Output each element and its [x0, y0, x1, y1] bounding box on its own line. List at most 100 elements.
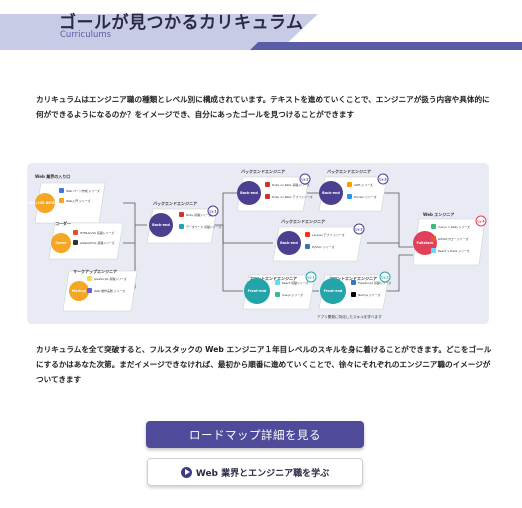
roadmap-node: Front-end [320, 278, 346, 304]
roadmap-group-title: バックエンドエンジニア [153, 200, 197, 206]
roadmap-node-circle [69, 281, 89, 301]
curriculum-item: Web入門 シリーズ [59, 198, 91, 203]
curriculum-item-label: Ruby on Rails 基礎シリーズ [272, 182, 310, 187]
curriculum-item-label: TypeScript 基礎シリーズ [357, 280, 391, 285]
technology-logo-icon [73, 230, 78, 235]
curriculum-item: HTML&CSS 基礎シリーズ [73, 230, 114, 235]
level-badge-icon [299, 173, 311, 185]
roadmap-node-circle [244, 278, 270, 304]
technology-logo-icon [179, 224, 184, 229]
roadmap-footnote: アプリ開発に特化したスキルを学べます [317, 314, 382, 319]
roadmap-node-label: Coder [55, 241, 67, 245]
roadmap-node-label: HTML/CSS INTERNET [27, 201, 65, 205]
technology-logo-icon [347, 194, 352, 199]
summary-paragraph: カリキュラムを全て突破すると、フルスタックの Web エンジニア１年目レベルのス… [36, 345, 492, 384]
curriculum-item-label: Vue.js × Rails シリーズ [438, 224, 470, 229]
curriculum-item-label: HTML&CSS 基礎シリーズ [80, 230, 114, 235]
curriculum-item: Ruby 基礎シリーズ [179, 212, 211, 217]
level-badge: Lv.4 [477, 219, 485, 223]
roadmap-group-title: マークアップエンジニア [73, 268, 117, 274]
roadmap-group-card [62, 270, 138, 312]
section-subtitle: Curriculums [60, 30, 112, 40]
roadmap-group-title: Web エンジニア [423, 212, 454, 217]
roadmap-node-label: Front-end [248, 289, 267, 293]
roadmap-node-label: Back-end [152, 223, 170, 227]
technology-logo-icon [265, 194, 270, 199]
curriculum-item-label: Web ページ作成 シリーズ [66, 188, 100, 193]
roadmap-group-title: バックエンドエンジニア [327, 168, 371, 174]
roadmap-node-label: Front-end [324, 289, 343, 293]
roadmap-node-label: Back-end [322, 191, 340, 195]
technology-logo-icon [351, 280, 356, 285]
curriculum-item: Vue.js × Rails シリーズ [431, 224, 470, 229]
technology-logo-icon [87, 288, 92, 293]
curriculum-item-label: Git/Gitフロー シリーズ [438, 236, 468, 241]
technology-logo-icon [305, 232, 310, 237]
technology-logo-icon [275, 292, 280, 297]
roadmap-group-title: フロントエンドエンジニア [249, 276, 297, 281]
curriculum-item: Vue.js シリーズ [275, 292, 303, 297]
roadmap-node-circle [149, 213, 173, 237]
technology-logo-icon [87, 276, 92, 281]
roadmap-node-circle [35, 193, 55, 213]
section-header: ゴールが見つかるカリキュラム Curriculums [0, 0, 522, 56]
technology-logo-icon [347, 182, 352, 187]
roadmap-node-circle [320, 278, 346, 304]
section-title: ゴールが見つかるカリキュラム [59, 13, 304, 33]
roadmap-node: Front-end [244, 278, 270, 304]
level-badge: Lv.2 [355, 227, 362, 231]
curriculum-item: Ruby on Rails 基礎シリーズ [265, 182, 310, 187]
level-badge: Lv.3 [379, 177, 386, 181]
technology-logo-icon [59, 198, 64, 203]
technology-logo-icon [275, 280, 280, 285]
level-badge: Lv.2 [381, 275, 388, 279]
roadmap-node-label: Fullstack [416, 241, 434, 245]
technology-logo-icon [265, 182, 270, 187]
curriculum-item: TypeScript 基礎シリーズ [351, 280, 391, 285]
roadmap-node-circle [51, 233, 71, 253]
level-badge-icon [353, 223, 365, 235]
technology-logo-icon [179, 212, 184, 217]
curriculum-item: React × Rails シリーズ [431, 248, 470, 253]
level-badge: Lv.2 [301, 177, 308, 181]
level-badge-icon [377, 173, 389, 185]
learn-industry-label: Web 業界とエンジニア職を学ぶ [195, 468, 330, 479]
curriculum-item-label: Docker シリーズ [354, 194, 377, 199]
roadmap-detail-button[interactable]: ロードマップ詳細を見る [146, 421, 364, 448]
learn-industry-button[interactable]: Web 業界とエンジニア職を学ぶ [147, 458, 363, 486]
roadmap-group-title: フロントエンドエンジニア [329, 276, 377, 281]
curriculum-item: Web ページ作成 シリーズ [59, 188, 100, 193]
roadmap-node-circle [237, 181, 261, 205]
curriculum-item-label: Web 制作実践 シリーズ [94, 288, 125, 293]
curriculum-item: React 基礎シリーズ [275, 280, 308, 285]
roadmap-node-circle [319, 181, 343, 205]
roadmap-node: Markup [69, 281, 89, 301]
roadmap-node: HTML/CSS INTERNET [27, 193, 65, 213]
technology-logo-icon [431, 248, 436, 253]
curriculum-item: Docker シリーズ [347, 194, 377, 199]
curriculum-item: Ruby on Rails アプリシリーズ [265, 194, 313, 199]
curriculum-item-label: React 基礎シリーズ [282, 280, 308, 285]
curriculum-item-label: Laravel アプリ シリーズ [312, 232, 345, 237]
curriculum-item: Laravel アプリ シリーズ [305, 232, 345, 237]
roadmap-node-circle [277, 231, 301, 255]
roadmap-group: マークアップエンジニア [62, 268, 138, 312]
technology-logo-icon [351, 292, 356, 297]
technology-logo-icon [431, 236, 436, 241]
roadmap-diagram: Web 業界の入り口コーダーマークアップエンジニアバックエンドエンジニアLv.1… [27, 168, 487, 319]
curriculum-item: AWS シリーズ [347, 182, 373, 187]
roadmap-node: Back-end [149, 213, 173, 237]
intro-paragraph: カリキュラムはエンジニア職の種類とレベル別に構成されています。テキストを進めてい… [36, 95, 490, 119]
curriculum-item-label: Web入門 シリーズ [66, 198, 91, 203]
curriculum-item-label: Vue.js シリーズ [282, 292, 303, 297]
curriculum-item: データベース 基礎シリーズ [179, 224, 221, 229]
level-badge-icon [207, 205, 219, 217]
roadmap-group-card [412, 218, 486, 266]
curriculum-item-label: JavaScript 基礎シリーズ [93, 276, 127, 281]
play-circle-icon [180, 466, 192, 478]
technology-logo-icon [59, 188, 64, 193]
level-badge-icon [379, 271, 391, 283]
roadmap-node: Coder [51, 233, 71, 253]
curriculum-item-label: データベース 基礎シリーズ [186, 224, 221, 229]
